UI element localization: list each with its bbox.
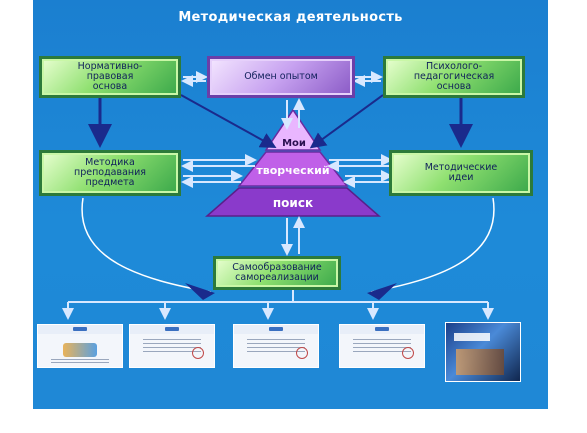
double-arrow-ideas-pyramid [327, 154, 393, 188]
box-legal-basis-label: Нормативно- правовая основа [77, 61, 143, 92]
curve-arrowhead-right [367, 283, 397, 300]
pyramid-bottom [205, 187, 381, 217]
brochure-photo [445, 322, 521, 382]
box-teaching-methods-label: Методика преподавания предмета [73, 157, 147, 188]
double-arrow-legal-exchange [181, 71, 208, 87]
curve-arrow-right [370, 197, 495, 293]
certificate-4 [339, 324, 425, 368]
double-arrow-exchange-psych [353, 71, 383, 87]
certificate-1 [37, 324, 123, 368]
double-arrow-exchange-pyramid [281, 98, 305, 130]
box-psych-basis-label: Психолого- педагогическая основа [413, 61, 495, 92]
double-arrow-pyramid-selfedu [281, 216, 305, 256]
connectors [62, 71, 495, 320]
box-experience-exchange: Обмен опытом [207, 56, 355, 98]
box-teaching-methods: Методика преподавания предмета [39, 150, 181, 196]
pyramid-top-label: Мои [282, 138, 306, 149]
pyramid-bottom-label: поиск [272, 196, 314, 210]
pyramid-top [264, 108, 322, 151]
pyramid-middle-label: творческий [256, 164, 330, 177]
box-legal-basis: Нормативно- правовая основа [39, 56, 181, 98]
slide: Методическая деятельность [33, 0, 548, 409]
certificate-3 [233, 324, 319, 368]
box-methodical-ideas: Методические идеи [389, 150, 533, 196]
certificate-2 [129, 324, 215, 368]
double-arrow-methods-pyramid [181, 154, 257, 188]
diagonal-arrows [180, 94, 384, 149]
diagram-title: Методическая деятельность [178, 10, 403, 25]
box-self-education: Самообразование самореализации [213, 256, 341, 290]
distribution-drops [62, 302, 494, 320]
curve-arrowhead-left [185, 283, 215, 300]
curve-arrow-left [81, 197, 212, 293]
box-experience-exchange-label: Обмен опытом [244, 71, 318, 82]
box-psych-basis: Психолого- педагогическая основа [383, 56, 525, 98]
box-methodical-ideas-label: Методические идеи [424, 162, 498, 183]
distribution-bus [68, 290, 488, 303]
box-self-education-label: Самообразование самореализации [232, 262, 322, 283]
